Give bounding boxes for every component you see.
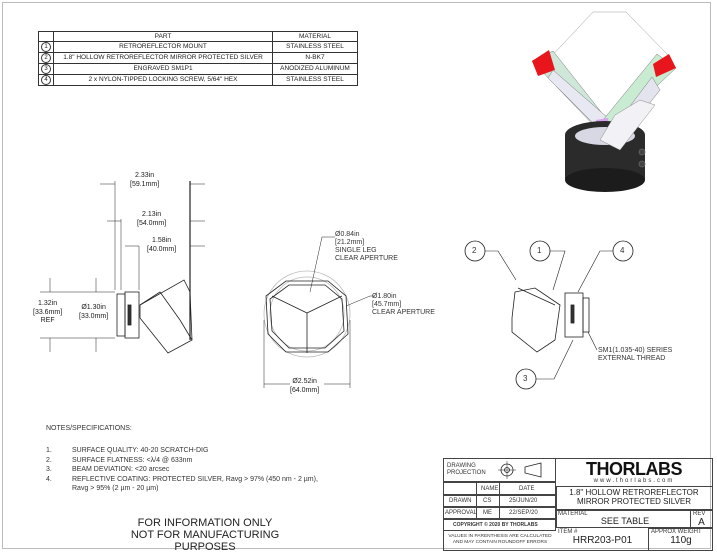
part-material: STAINLESS STEEL xyxy=(272,74,358,86)
item-balloon: 2 xyxy=(41,53,51,63)
balloon-1: 1 xyxy=(537,246,542,255)
callout-view xyxy=(464,240,634,390)
drawn-date: 25/JUN/20 xyxy=(509,498,538,504)
thorlabs-logo: THORLABS www.thorlabs.com xyxy=(586,459,683,484)
weight-label: APPROX WEIGHT xyxy=(651,529,702,535)
notes-list: 1.SURFACE QUALITY: 40-20 SCRATCH-DIG 2.S… xyxy=(46,446,318,494)
balloon-3: 3 xyxy=(523,374,528,383)
side-view xyxy=(40,181,205,354)
drawn-label: DRAWN xyxy=(449,498,472,504)
item-balloon: 1 xyxy=(41,42,51,52)
dim-dia-1-80: Ø1.80in[45.7mm]CLEAR APERTURE xyxy=(372,293,435,316)
balloon-4: 4 xyxy=(620,246,625,255)
note-item: 4.REFLECTIVE COATING: PROTECTED SILVER, … xyxy=(46,475,318,483)
dim-dia-1-30: Ø1.30in[33.0mm] xyxy=(79,304,109,320)
drawn-name: CS xyxy=(483,498,492,504)
approval-name: ME xyxy=(483,510,492,516)
part-name: 2 x NYLON-TIPPED LOCKING SCREW, 5/64" HE… xyxy=(53,74,273,86)
rev-label: REV xyxy=(693,511,706,517)
notes-title: NOTES/SPECIFICATIONS: xyxy=(46,425,132,432)
approval-date: 22/SEP/20 xyxy=(509,510,538,516)
item-balloon: 3 xyxy=(41,64,51,74)
front-view xyxy=(263,236,375,388)
dim-dia-2-52: Ø2.52in[64.0mm] xyxy=(290,378,320,394)
projection-symbol-icon xyxy=(498,461,542,479)
name-header: NAME xyxy=(481,486,499,492)
item-label: ITEM # xyxy=(558,529,578,535)
balloon-2: 2 xyxy=(472,246,477,255)
dim-1-58: 1.58in[40.0mm] xyxy=(147,237,177,253)
weight-value: 110g xyxy=(670,535,692,546)
dim-1-32: 1.32in[33.6mm]REF xyxy=(33,300,63,324)
copyright: COPYRIGHT © 2020 BY THORLABS xyxy=(453,522,538,528)
rev-value: A xyxy=(698,517,705,528)
note-item-cont: Ravg > 95% (2 µm - 20 µm) xyxy=(72,485,159,492)
note-item: 1.SURFACE QUALITY: 40-20 SCRATCH-DIG xyxy=(46,447,209,454)
dim-2-13: 2.13in[54.0mm] xyxy=(137,211,167,227)
item-value: HRR203-P01 xyxy=(572,535,633,546)
drawing-frame xyxy=(2,2,711,549)
item-balloon: 4 xyxy=(41,75,51,85)
material-label: MATERIAL xyxy=(558,511,588,517)
note-item: 3.BEAM DEVIATION: <20 arcsec xyxy=(46,466,170,473)
note-item: 2.SURFACE FLATNESS: <λ/4 @ 633nm xyxy=(46,456,193,464)
date-header: DATE xyxy=(519,486,535,492)
retroreflector-render xyxy=(531,11,677,192)
approval-label: APPROVAL xyxy=(445,510,477,516)
dim-2-33: 2.33in[59.1mm] xyxy=(130,172,160,188)
material-value: SEE TABLE xyxy=(600,516,650,526)
